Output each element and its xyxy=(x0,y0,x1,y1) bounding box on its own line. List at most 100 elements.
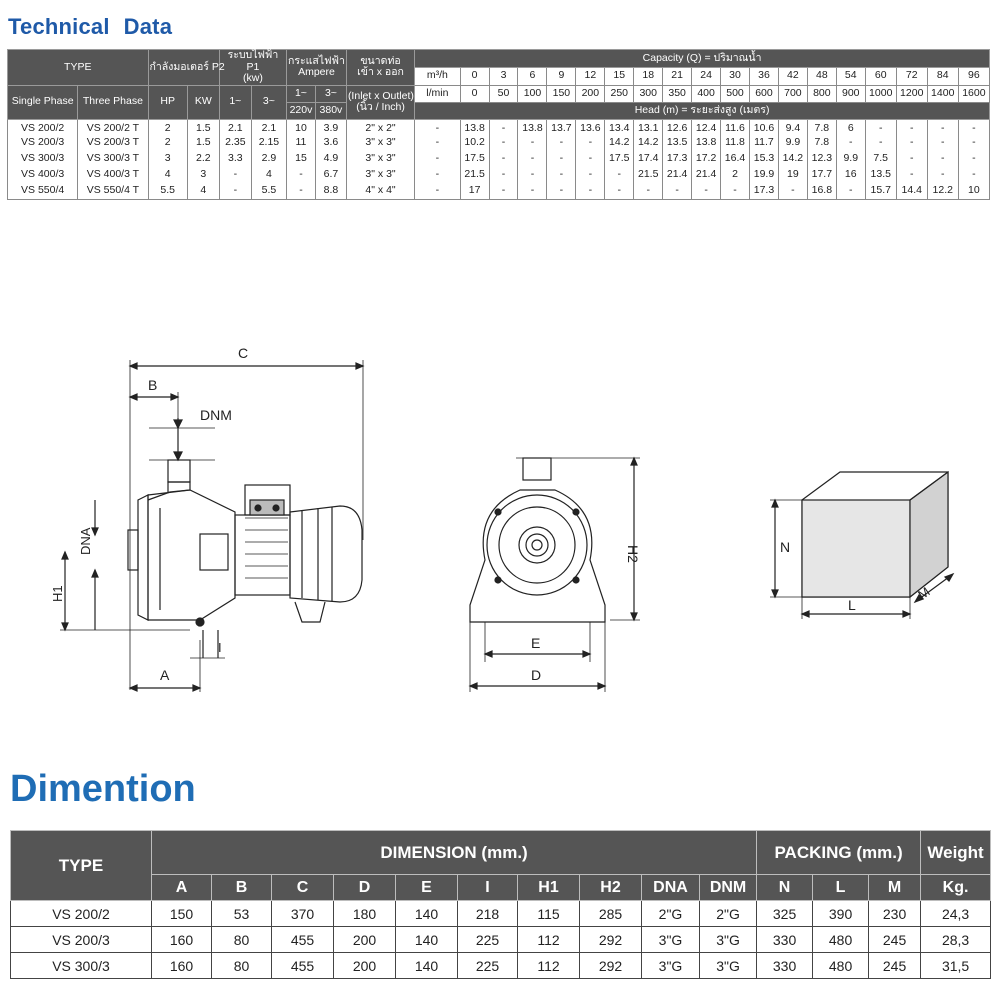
dim-label-dnm: DNM xyxy=(200,407,232,423)
dim-label-n: N xyxy=(780,539,790,555)
lmin-label: l/min xyxy=(414,84,461,103)
dim-value-d: 200 xyxy=(333,926,396,953)
tech-cell-kw: 3 xyxy=(186,167,220,184)
head-value-3: - xyxy=(546,167,577,184)
dim-col-a: A xyxy=(151,874,212,901)
head-value-1: - xyxy=(488,151,519,168)
head-value-2: 13.8 xyxy=(517,119,548,136)
flow-m3h-12: 48 xyxy=(806,66,837,86)
head-value-4: 13.6 xyxy=(575,119,606,136)
tech-cell-kw: 1.5 xyxy=(186,135,220,152)
head-value-7: 21.4 xyxy=(662,167,693,184)
head-value-2: - xyxy=(517,183,548,200)
flow-m3h-14: 60 xyxy=(864,66,897,86)
head-value-8: 17.2 xyxy=(691,151,722,168)
dim-col-h2: H2 xyxy=(579,874,642,901)
dim-col-d: D xyxy=(333,874,396,901)
flow-m3h-2: 6 xyxy=(517,66,548,86)
dim-label-l: L xyxy=(848,597,856,613)
flow-m3h-8: 24 xyxy=(691,66,722,86)
packing-value-m: 245 xyxy=(868,952,922,979)
tech-cell-amp-single: - xyxy=(285,183,316,200)
pump-front-view-drawing: H2 E D xyxy=(468,456,641,692)
weight-value: 28,3 xyxy=(920,926,992,953)
head-value-10: 15.3 xyxy=(748,151,779,168)
head-value-17: - xyxy=(957,151,991,168)
tech-cell-amp-single: 11 xyxy=(285,135,316,152)
head-value-8: 12.4 xyxy=(691,119,722,136)
packing-value-l: 390 xyxy=(812,900,870,927)
tech-cell-inlet-outlet: 2" x 2" xyxy=(345,119,416,136)
amp-three-header: 3~ xyxy=(314,84,347,103)
head-value-9: 11.6 xyxy=(720,119,750,136)
tech-cell-amp-single: 10 xyxy=(285,119,316,136)
dim-value-dna: 3"G xyxy=(641,952,700,979)
head-value-0: 10.2 xyxy=(459,135,490,152)
flow-m3h-13: 54 xyxy=(835,66,866,86)
m3h-label: m³/h xyxy=(414,66,461,86)
head-value-14: - xyxy=(864,135,897,152)
dim-value-a: 160 xyxy=(151,952,212,979)
head-value-14: 7.5 xyxy=(864,151,897,168)
flow-m3h-17: 96 xyxy=(957,66,991,86)
tech-cell-p1-three: 5.5 xyxy=(250,183,287,200)
head-value-9: 11.8 xyxy=(720,135,750,152)
tech-cell-amp-single: 15 xyxy=(285,151,316,168)
flow-lmin-1: 50 xyxy=(488,84,519,103)
dim-value-a: 160 xyxy=(151,926,212,953)
head-value-15: - xyxy=(895,135,928,152)
head-value-11: - xyxy=(777,183,808,200)
head-value-7: - xyxy=(662,183,693,200)
head-value-10: 19.9 xyxy=(748,167,779,184)
tech-cell-single: VS 550/4 xyxy=(6,183,79,200)
dim-value-c: 370 xyxy=(271,900,334,927)
head-value-9: 2 xyxy=(720,167,750,184)
voltage-380-header: 380v xyxy=(314,101,347,120)
flow-m3h-0: 0 xyxy=(459,66,490,86)
dim-value-d: 180 xyxy=(333,900,396,927)
head-value-2: - xyxy=(517,135,548,152)
flow-lmin-17: 1600 xyxy=(957,84,991,103)
dim-label-h2: H2 xyxy=(625,545,641,563)
head-value-4: - xyxy=(575,151,606,168)
flow-lmin-14: 1000 xyxy=(864,84,897,103)
head-value-16: 12.2 xyxy=(926,183,959,200)
head-value-13: - xyxy=(835,135,866,152)
flow-m3h-10: 36 xyxy=(748,66,779,86)
tech-cell-p1-three: 4 xyxy=(250,167,287,184)
head-value-4: - xyxy=(575,183,606,200)
tech-cell-amp-three: 4.9 xyxy=(314,151,347,168)
dim-value-h1: 115 xyxy=(517,900,580,927)
dim-value-d: 200 xyxy=(333,952,396,979)
tech-cell-inlet-outlet: 3" x 3" xyxy=(345,167,416,184)
head-value-8: 13.8 xyxy=(691,135,722,152)
head-value-12: 12.3 xyxy=(806,151,837,168)
dim-value-b: 80 xyxy=(211,926,272,953)
flow-m3h-6: 18 xyxy=(633,66,664,86)
tech-cell-zero-flow-dash: - xyxy=(414,183,461,200)
head-value-5: 13.4 xyxy=(604,119,635,136)
dim-label-i: I xyxy=(218,640,222,655)
dim-type-header: TYPE xyxy=(10,830,152,901)
flow-lmin-5: 250 xyxy=(604,84,635,103)
dim-col-i: I xyxy=(457,874,518,901)
head-value-15: - xyxy=(895,167,928,184)
dim-label-c: C xyxy=(238,345,248,361)
capacity-header: Capacity (Q) = ปริมาณน้ำ xyxy=(414,49,990,68)
dim-value-i: 218 xyxy=(457,900,518,927)
head-value-7: 13.5 xyxy=(662,135,693,152)
packing-value-l: 480 xyxy=(812,952,870,979)
head-value-3: - xyxy=(546,151,577,168)
tech-cell-hp: 5.5 xyxy=(147,183,188,200)
flow-m3h-5: 15 xyxy=(604,66,635,86)
amp-single-header: 1~ xyxy=(285,84,316,103)
flow-lmin-13: 900 xyxy=(835,84,866,103)
dim-value-dna: 2"G xyxy=(641,900,700,927)
head-value-13: - xyxy=(835,183,866,200)
head-value-13: 16 xyxy=(835,167,866,184)
weight-unit: Kg. xyxy=(920,874,992,901)
head-value-11: 9.4 xyxy=(777,119,808,136)
